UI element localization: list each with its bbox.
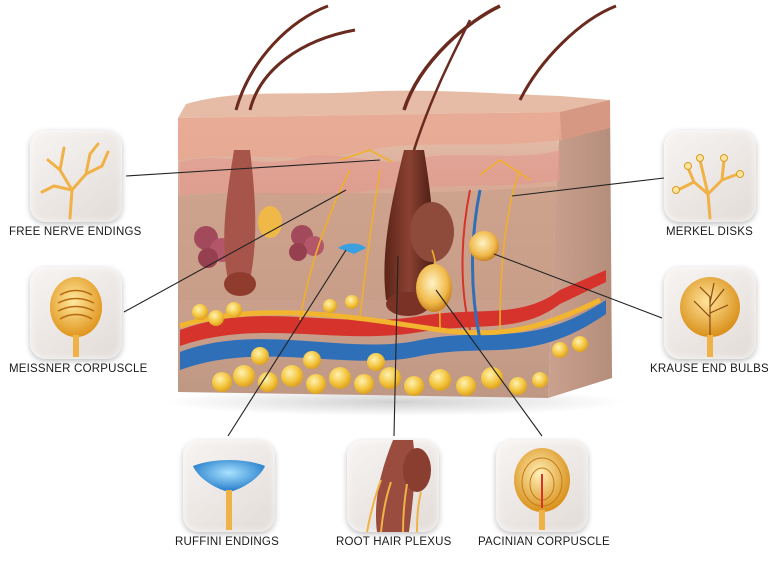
sebaceous-gland (258, 206, 282, 238)
nerve-trunk (179, 297, 602, 336)
epidermis-layer (178, 112, 562, 160)
krause-bulb-in-skin (469, 231, 499, 261)
vein-branch (471, 189, 482, 341)
label-meissner-corpuscle: MEISSNER CORPUSCLE (9, 363, 148, 375)
ruffini-in-skin (338, 243, 366, 254)
label-pacinian-corpuscle: PACINIAN CORPUSCLE (478, 536, 610, 548)
hair-shaft (248, 28, 356, 111)
meissner-corpuscle-thumbnail (30, 267, 122, 359)
label-krause-end-bulbs: KRAUSE END BULBS (650, 363, 768, 375)
merkel-disks-thumbnail (664, 130, 756, 222)
hair-follicle-left (224, 4, 329, 296)
artery-branch (461, 189, 471, 331)
root-hair-plexus-thumbnail (347, 440, 439, 532)
skin-surface (178, 90, 610, 118)
label-merkel-disks: MERKEL DISKS (666, 226, 753, 238)
nerve-branches (299, 149, 531, 331)
label-root-hair-plexus: ROOT HAIR PLEXUS (336, 536, 452, 548)
leader-lines (123, 159, 665, 437)
papillary-dermis (180, 150, 560, 196)
label-ruffini-endings: RUFFINI ENDINGS (175, 536, 279, 548)
epidermis-side (560, 100, 610, 140)
label-free-nerve-endings: FREE NERVE ENDINGS (9, 226, 142, 238)
free-nerve-endings-thumbnail (30, 130, 122, 222)
artery (180, 270, 606, 346)
vein (180, 300, 606, 370)
hair-shaft-right (518, 4, 617, 101)
pacinian-corpuscle-thumbnail (496, 440, 588, 532)
ruffini-endings-thumbnail (183, 440, 275, 532)
krause-end-bulbs-thumbnail (664, 267, 756, 359)
